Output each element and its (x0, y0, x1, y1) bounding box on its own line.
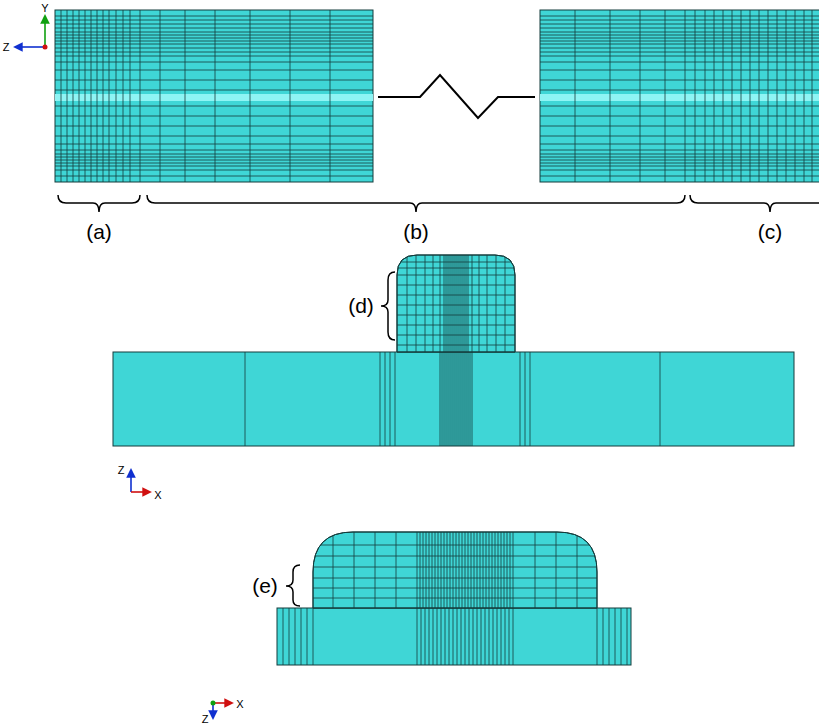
axis-label: Z (118, 464, 125, 476)
brackets (58, 195, 819, 606)
mesh-bottom (277, 532, 631, 665)
mesh-middle (113, 255, 794, 446)
axis-label: Y (41, 2, 48, 14)
region-label: (a) (86, 220, 112, 244)
region-label: (d) (348, 294, 374, 318)
mesh-top (55, 10, 819, 182)
region-label: (b) (403, 220, 429, 244)
region-label: (c) (758, 220, 783, 244)
axis-label: Z (3, 41, 10, 53)
region-label: (e) (252, 574, 278, 598)
axis-label: Z (202, 713, 209, 725)
axis-triads (15, 16, 232, 718)
break-line (378, 75, 535, 118)
axis-label: X (236, 698, 243, 710)
axis-label: X (154, 489, 161, 501)
